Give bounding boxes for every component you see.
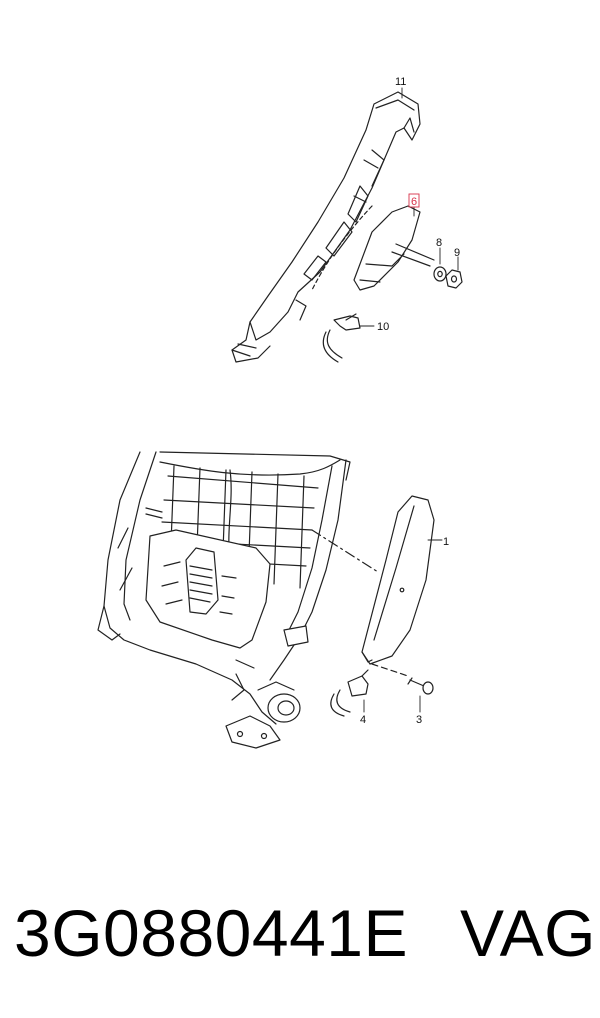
recliner-mechanism <box>225 659 301 749</box>
callout-6: 6 <box>411 196 417 208</box>
seat-frame <box>97 451 351 725</box>
side-airbag-unit <box>311 495 435 677</box>
highlight-box <box>408 193 420 208</box>
callout-11: 11 <box>395 76 406 88</box>
callout-4: 4 <box>360 714 366 726</box>
washer <box>433 266 447 282</box>
lower-wiring-connector <box>330 669 369 717</box>
callout-8: 8 <box>436 237 442 249</box>
callout-leaders <box>359 87 459 713</box>
airbag-module-highlighted <box>311 205 435 291</box>
callout-1: 1 <box>443 536 449 548</box>
part-number: 3G0880441E <box>14 896 409 970</box>
callout-9: 9 <box>454 247 460 259</box>
nut <box>445 269 463 289</box>
callout-10: 10 <box>377 321 389 333</box>
seat-back-trim-panel <box>231 91 421 363</box>
part-caption: 3G0880441E VAG <box>14 895 596 971</box>
upper-wiring-connector <box>322 313 361 363</box>
screw <box>407 677 434 695</box>
brand-label: VAG <box>460 896 596 970</box>
callout-3: 3 <box>416 714 422 726</box>
